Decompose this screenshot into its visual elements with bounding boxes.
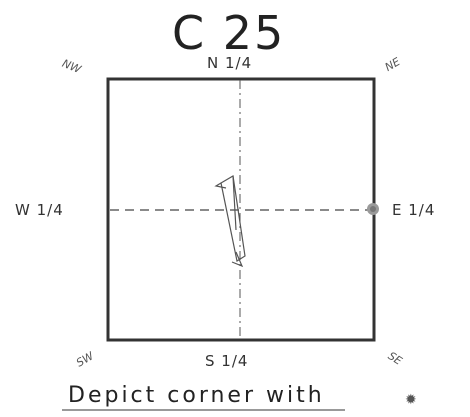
handwritten-corner-id: C 25: [172, 6, 286, 60]
north-arrow-icon: [214, 175, 246, 268]
corner-symbol-icon: ✹: [405, 392, 417, 408]
east-quarter-corner-marker: [367, 203, 379, 215]
north-quarter-label: N 1/4: [207, 54, 253, 72]
caption-text: Depict corner with: [68, 383, 325, 408]
south-quarter-label: S 1/4: [205, 352, 249, 370]
east-quarter-label: E 1/4: [392, 201, 436, 219]
west-quarter-label: W 1/4: [15, 201, 64, 219]
